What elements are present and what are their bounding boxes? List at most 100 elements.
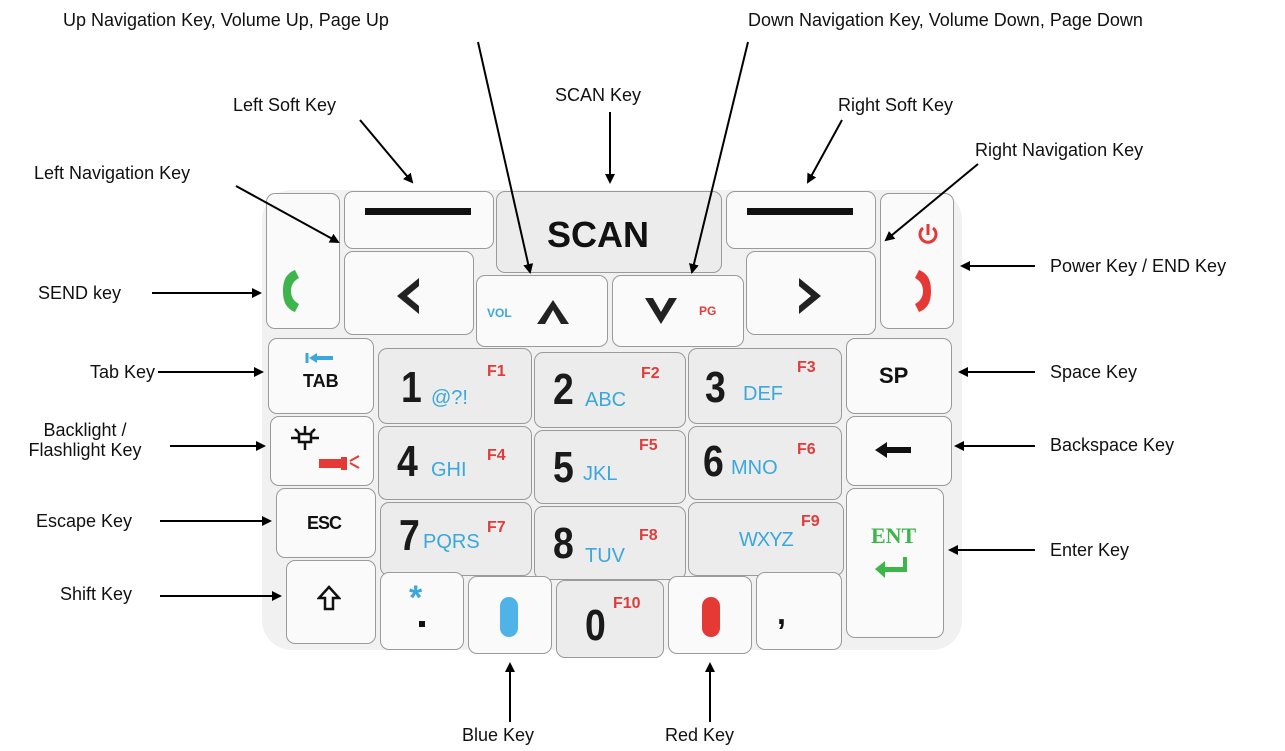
label-right-navigation-key: Right Navigation Key: [975, 140, 1144, 160]
phone-call-icon: [283, 270, 299, 312]
blue-key[interactable]: [468, 576, 552, 654]
label-send-key: SEND key: [38, 283, 122, 303]
down-navigation-key[interactable]: PG: [612, 275, 744, 347]
key-3-digit: 3: [705, 363, 726, 412]
key-6-letters: MNO: [731, 457, 778, 479]
left-soft-bar-icon: [365, 208, 471, 215]
key-3-letters: DEF: [743, 383, 783, 405]
right-soft-key[interactable]: [726, 191, 876, 249]
star-icon: *: [409, 579, 423, 617]
shift-key[interactable]: [286, 560, 376, 644]
key-3[interactable]: 3 DEF F3: [688, 348, 842, 424]
vol-label: VOL: [487, 306, 512, 320]
right-navigation-key[interactable]: [746, 251, 876, 335]
arrow-left-soft: [359, 119, 414, 184]
label-blue-key: Blue Key: [462, 725, 535, 745]
key-7-fn: F7: [487, 519, 506, 536]
key-0-digit: 0: [585, 601, 606, 650]
backspace-arrow-icon: [875, 442, 911, 458]
arrow-right-navigation: [884, 163, 979, 242]
period-dot-icon: [419, 621, 425, 627]
power-icon: [918, 224, 938, 244]
comma-key[interactable]: ,: [756, 572, 842, 650]
tab-key[interactable]: TAB: [268, 338, 374, 414]
send-key[interactable]: [266, 193, 340, 329]
backspace-key[interactable]: [846, 416, 952, 486]
backlight-icon: [291, 426, 319, 450]
chevron-up-icon: [537, 300, 569, 324]
arrow-down-navigation: [689, 41, 749, 274]
phone-end-icon: [915, 270, 931, 312]
red-oval-icon: [702, 597, 720, 637]
left-soft-key[interactable]: [344, 191, 494, 249]
arrow-left-navigation: [235, 185, 340, 243]
key-7-digit: 7: [399, 511, 420, 560]
key-5-digit: 5: [553, 443, 574, 492]
enter-key[interactable]: ENT: [846, 488, 944, 638]
label-red-key: Red Key: [665, 725, 735, 745]
key-0[interactable]: 0 F10: [556, 580, 664, 658]
scan-key-label: SCAN: [547, 214, 650, 255]
sp-label: SP: [879, 363, 909, 388]
label-right-soft-key: Right Soft Key: [838, 95, 954, 115]
left-navigation-key[interactable]: [344, 251, 474, 335]
key-6[interactable]: 6 MNO F6: [688, 426, 842, 500]
space-key[interactable]: SP: [846, 338, 952, 414]
key-8-fn: F8: [639, 527, 658, 544]
right-soft-bar-icon: [747, 208, 853, 215]
key-8-digit: 8: [553, 519, 574, 568]
escape-key[interactable]: ESC: [276, 488, 376, 558]
key-5-letters: JKL: [583, 463, 618, 485]
tab-label: TAB: [303, 371, 339, 391]
label-enter-key: Enter Key: [1050, 540, 1130, 560]
key-6-fn: F6: [797, 441, 816, 458]
backlight-flashlight-key[interactable]: [270, 416, 374, 486]
key-3-fn: F3: [797, 359, 816, 376]
key-1[interactable]: 1 @?! F1: [378, 348, 532, 424]
key-5[interactable]: 5 JKL F5: [534, 430, 686, 504]
label-power-end-key: Power Key / END Key: [1050, 256, 1227, 276]
key-8-letters: TUV: [585, 545, 625, 567]
star-key[interactable]: *: [380, 572, 464, 650]
key-5-fn: F5: [639, 437, 658, 454]
scan-key[interactable]: SCAN: [496, 191, 722, 273]
key-6-digit: 6: [703, 437, 724, 486]
blue-oval-icon: [500, 597, 518, 637]
ent-label: ENT: [871, 523, 917, 548]
key-9-letters: WXYZ: [739, 529, 794, 551]
key-2[interactable]: 2 ABC F2: [534, 352, 686, 428]
chevron-left-icon: [397, 278, 419, 314]
flashlight-icon: [319, 455, 360, 470]
label-up-navigation-key: Up Navigation Key, Volume Up, Page Up: [63, 10, 389, 30]
key-7-letters: PQRS: [423, 531, 480, 553]
chevron-right-icon: [799, 278, 821, 314]
arrow-right-soft: [807, 119, 843, 184]
label-escape-key: Escape Key: [36, 511, 133, 531]
label-tab-key: Tab Key: [90, 362, 156, 382]
up-navigation-key[interactable]: VOL: [476, 275, 608, 347]
key-2-fn: F2: [641, 365, 660, 382]
key-2-letters: ABC: [585, 389, 627, 411]
pg-label: PG: [699, 304, 717, 318]
key-9[interactable]: WXYZ F9: [688, 502, 844, 576]
red-key[interactable]: [668, 576, 752, 654]
label-space-key: Space Key: [1050, 362, 1138, 382]
shift-arrow-icon: [317, 585, 341, 611]
key-4[interactable]: 4 GHI F4: [378, 426, 532, 500]
key-2-digit: 2: [553, 365, 574, 414]
key-1-fn: F1: [487, 363, 506, 380]
key-4-fn: F4: [487, 447, 506, 464]
label-scan-key: SCAN Key: [555, 85, 642, 105]
comma-label: ,: [777, 595, 786, 631]
key-1-letters: @?!: [431, 387, 468, 409]
key-8[interactable]: 8 TUV F8: [534, 506, 686, 580]
label-left-navigation-key: Left Navigation Key: [34, 163, 191, 183]
arrow-up-navigation: [477, 41, 534, 274]
label-backlight-flashlight-key: Backlight / Flashlight Key: [28, 420, 142, 460]
key-0-fn: F10: [613, 595, 641, 612]
chevron-down-icon: [645, 298, 677, 324]
key-4-letters: GHI: [431, 459, 467, 481]
tab-arrow-icon: [305, 353, 333, 363]
